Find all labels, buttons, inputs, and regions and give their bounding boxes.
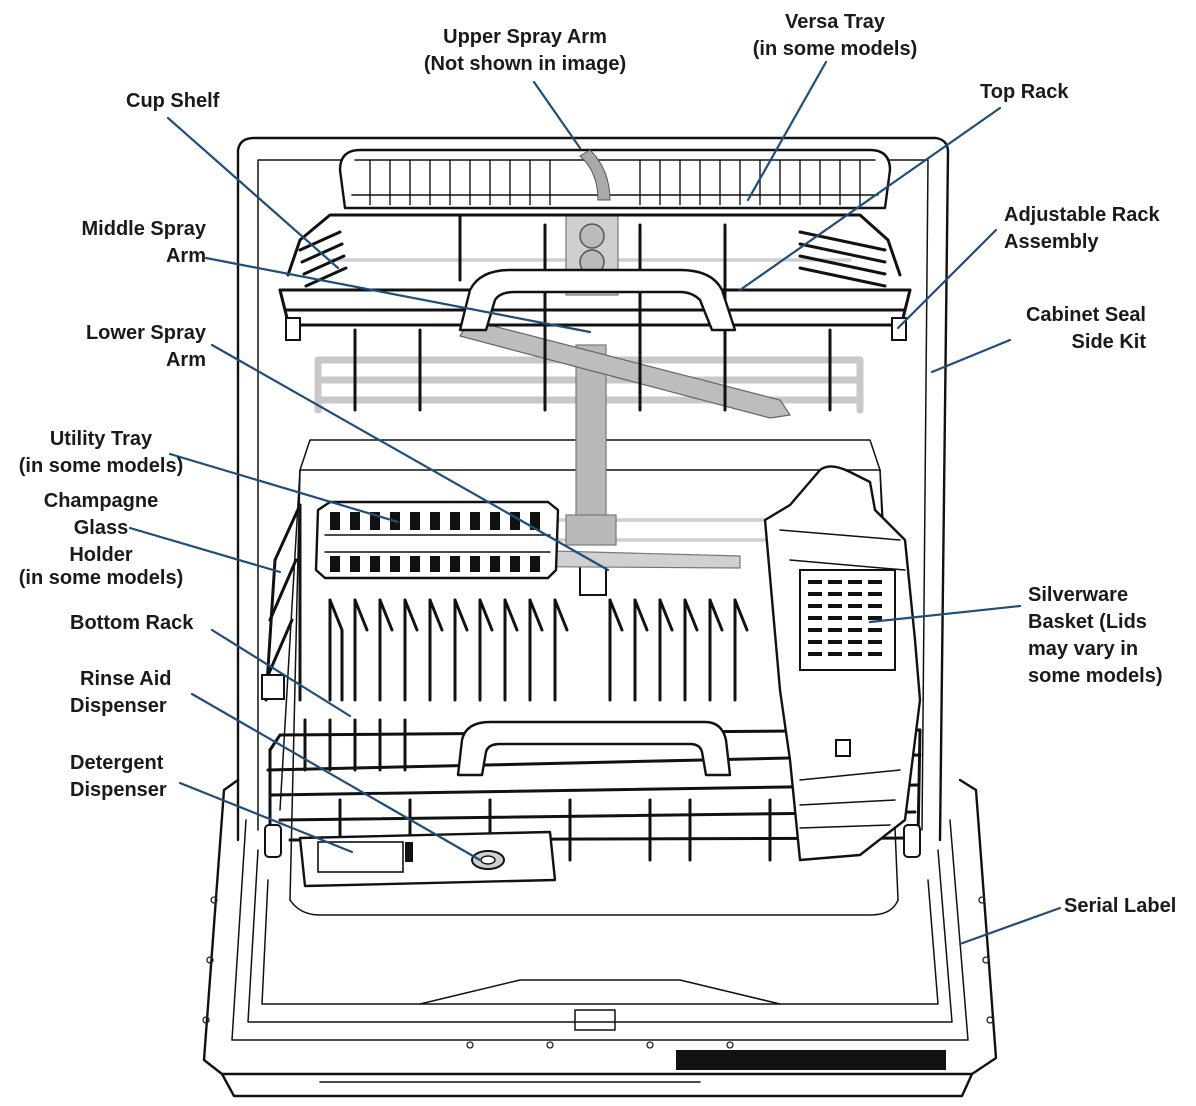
leader-versa-tray — [746, 60, 828, 202]
champagne-glass-holder — [261, 503, 302, 702]
label-detergent-dispenser: Detergent Dispenser — [70, 752, 167, 801]
leader-cabinet-seal — [930, 338, 1012, 374]
label-champagne-glass-holder: Champagne Glass Holder (in some models) — [18, 490, 184, 589]
middle-spray-arm — [459, 319, 792, 419]
leader-detergent — [178, 781, 354, 854]
versa-tray — [338, 148, 892, 210]
label-serial-label: Serial Label — [1064, 895, 1177, 917]
label-adjustable-rack-assembly: Adjustable Rack Assembly — [1004, 204, 1160, 253]
label-silverware-basket: Silverware Basket (Lids may vary in some… — [1028, 584, 1163, 687]
bottom-rack-handle — [456, 720, 732, 777]
cup-shelf-right — [798, 230, 887, 288]
serial-label-plate — [676, 1050, 946, 1070]
leader-silverware-basket — [868, 604, 1022, 624]
top-rack-handle — [458, 268, 737, 332]
leader-cup-shelf — [166, 116, 340, 270]
top-rack — [278, 213, 912, 412]
door-screws — [202, 896, 994, 1049]
leader-middle-spray-arm — [204, 256, 592, 334]
label-rinse-aid-dispenser: Rinse Aid Dispenser — [70, 668, 172, 717]
leader-utility-tray — [168, 452, 400, 524]
label-utility-tray: Utility Tray (in some models) — [18, 428, 184, 477]
label-cabinet-seal-side-kit: Cabinet Seal Side Kit — [1025, 304, 1146, 353]
dishwasher-door — [202, 778, 998, 1098]
leader-lower-spray-arm — [210, 343, 610, 572]
leader-champagne-holder — [128, 526, 282, 574]
label-cup-shelf: Cup Shelf — [126, 90, 220, 112]
utility-tray — [314, 500, 560, 580]
rack-wheel-left — [264, 824, 282, 858]
leader-rinse-aid — [190, 692, 482, 862]
leader-lines — [128, 60, 1062, 946]
leader-bottom-rack — [210, 628, 352, 718]
label-versa-tray: Versa Tray (in some models) — [752, 11, 918, 60]
detergent-dispenser-cup — [317, 841, 404, 873]
cup-shelf-left — [298, 230, 348, 288]
leader-top-rack — [738, 106, 1002, 292]
label-middle-spray-arm: Middle Spray Arm — [81, 218, 206, 267]
label-bottom-rack: Bottom Rack — [70, 612, 194, 634]
versa-tray-clip — [579, 149, 611, 201]
leader-serial-label — [958, 906, 1062, 946]
bottom-rack-tines — [303, 598, 772, 862]
rack-wheel-right — [903, 824, 921, 858]
top-rack-tines — [353, 213, 832, 412]
label-top-rack: Top Rack — [980, 81, 1069, 103]
leader-upper-spray-arm — [532, 80, 582, 150]
label-upper-spray-arm: Upper Spray Arm (Not shown in image) — [423, 26, 627, 75]
label-lower-spray-arm: Lower Spray Arm — [85, 322, 206, 371]
silverware-basket — [763, 465, 922, 862]
dispenser-panel — [298, 830, 557, 888]
adjuster-left — [285, 317, 301, 341]
leader-adjustable-rack — [896, 228, 998, 330]
